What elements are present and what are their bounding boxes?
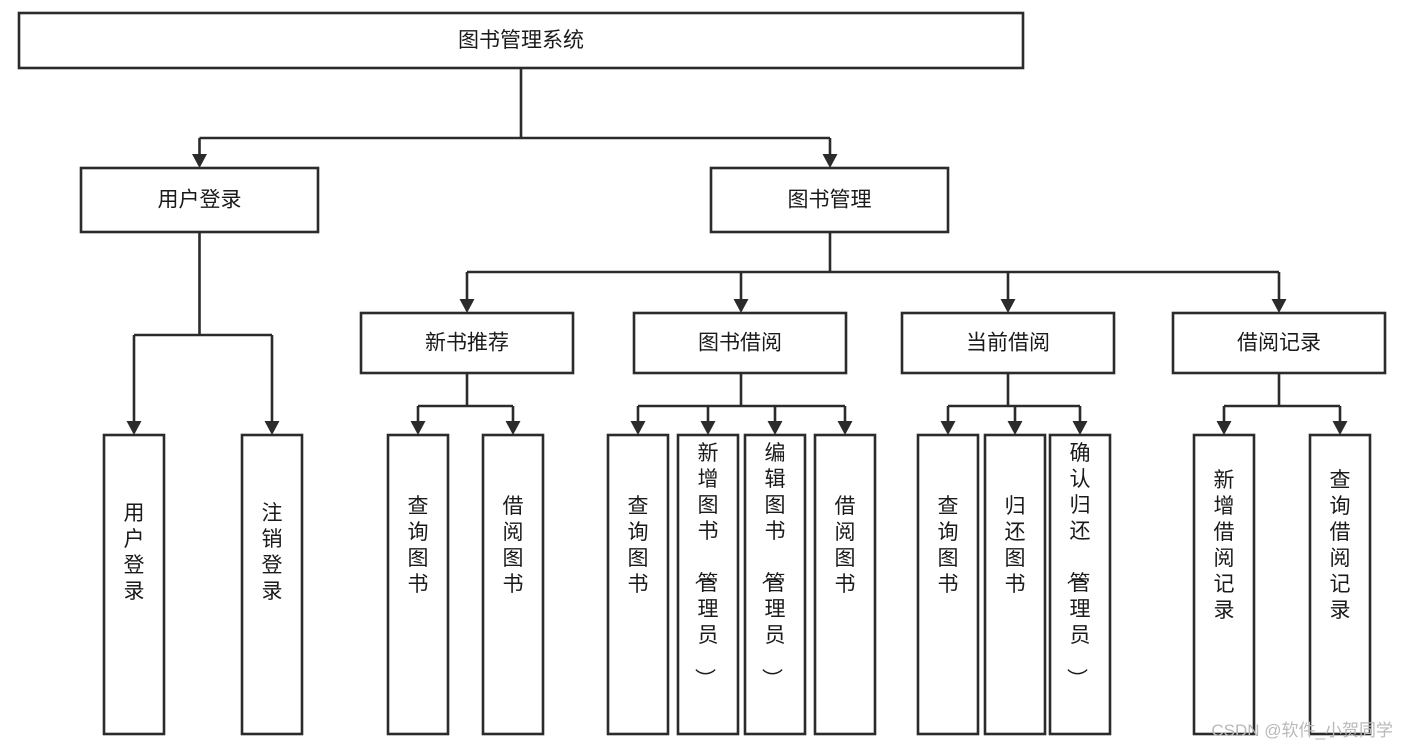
node-leaf10-label: 归还图书: [1005, 495, 1026, 596]
arrow-bookmgmt-to-current: [1000, 299, 1016, 313]
arrow-current-to-leaf11: [1072, 421, 1088, 435]
node-current[interactable]: 当前借阅: [900, 311, 1116, 375]
node-leaf1-label: 用户登录: [124, 502, 145, 603]
node-leaf11[interactable]: 确认归还（管理员）: [1048, 433, 1112, 736]
node-leaf4-label: 借阅图书: [503, 495, 524, 596]
node-leaf8[interactable]: 借阅图书: [813, 433, 877, 736]
node-leaf7[interactable]: 编辑图书（管理员）: [743, 433, 807, 736]
node-leaf5[interactable]: 查询图书: [606, 433, 670, 736]
arrow-records-to-leaf13: [1332, 421, 1348, 435]
node-records-label: 借阅记录: [1237, 332, 1321, 355]
node-leaf1[interactable]: 用户登录: [102, 433, 166, 736]
node-current-label: 当前借阅: [966, 332, 1050, 355]
node-bookmgmt[interactable]: 图书管理: [709, 166, 950, 234]
arrow-current-to-leaf9: [940, 421, 956, 435]
node-login-label: 用户登录: [158, 189, 242, 212]
node-leaf3-label: 查询图书: [408, 495, 429, 596]
node-bookmgmt-label: 图书管理: [788, 189, 872, 212]
node-newbook-label: 新书推荐: [425, 332, 509, 355]
arrow-borrow-to-leaf6: [700, 421, 716, 435]
node-leaf2[interactable]: 注销登录: [240, 433, 304, 736]
arrow-newbook-to-leaf4: [505, 421, 521, 435]
node-root-label: 图书管理系统: [458, 29, 584, 52]
node-leaf12-label: 新增借阅记录: [1214, 469, 1235, 622]
node-newbook[interactable]: 新书推荐: [359, 311, 575, 375]
arrow-borrow-to-leaf7: [767, 421, 783, 435]
arrow-records-to-leaf12: [1216, 421, 1232, 435]
node-leaf9-label: 查询图书: [938, 495, 959, 596]
node-leaf4[interactable]: 借阅图书: [481, 433, 545, 736]
node-borrow[interactable]: 图书借阅: [632, 311, 848, 375]
node-leaf6-label: 新增图书（管理员）: [693, 442, 719, 689]
arrow-login-to-leaf1: [126, 421, 142, 435]
csdn-watermark: CSDN @软件_小贺同学: [1211, 721, 1393, 740]
connector-layer: [126, 68, 1348, 435]
node-login[interactable]: 用户登录: [79, 166, 320, 234]
node-leaf7-label: 编辑图书（管理员）: [760, 442, 786, 689]
node-leaf11-label: 确认归还（管理员）: [1065, 442, 1091, 689]
arrow-root-to-login: [192, 154, 207, 168]
arrow-bookmgmt-to-newbook: [459, 299, 475, 313]
arrow-borrow-to-leaf5: [630, 421, 646, 435]
node-leaf13-label: 查询借阅记录: [1330, 469, 1351, 622]
node-leaf5-label: 查询图书: [628, 495, 649, 596]
node-leaf3[interactable]: 查询图书: [386, 433, 450, 736]
node-leaf6[interactable]: 新增图书（管理员）: [676, 433, 740, 736]
arrow-current-to-leaf10: [1007, 421, 1023, 435]
node-records[interactable]: 借阅记录: [1171, 311, 1387, 375]
arrow-bookmgmt-to-borrow: [733, 299, 749, 313]
arrow-borrow-to-leaf8: [837, 421, 853, 435]
node-leaf10[interactable]: 归还图书: [983, 433, 1047, 736]
arrow-bookmgmt-to-records: [1271, 299, 1287, 313]
node-leaf9[interactable]: 查询图书: [916, 433, 980, 736]
leaf-nodes-layer: 用户登录 注销登录 查询图书 借阅图书 查询图书 新增图书（管理员）: [102, 433, 1372, 736]
node-leaf13[interactable]: 查询借阅记录: [1308, 433, 1372, 736]
node-root[interactable]: 图书管理系统: [17, 11, 1025, 70]
arrow-root-to-bookmgmt: [822, 154, 838, 168]
arrow-newbook-to-leaf3: [410, 421, 426, 435]
node-leaf12[interactable]: 新增借阅记录: [1192, 433, 1256, 736]
node-leaf2-label: 注销登录: [262, 502, 283, 603]
node-leaf8-label: 借阅图书: [835, 495, 856, 596]
arrow-login-to-leaf2: [264, 421, 280, 435]
node-borrow-label: 图书借阅: [698, 332, 782, 355]
